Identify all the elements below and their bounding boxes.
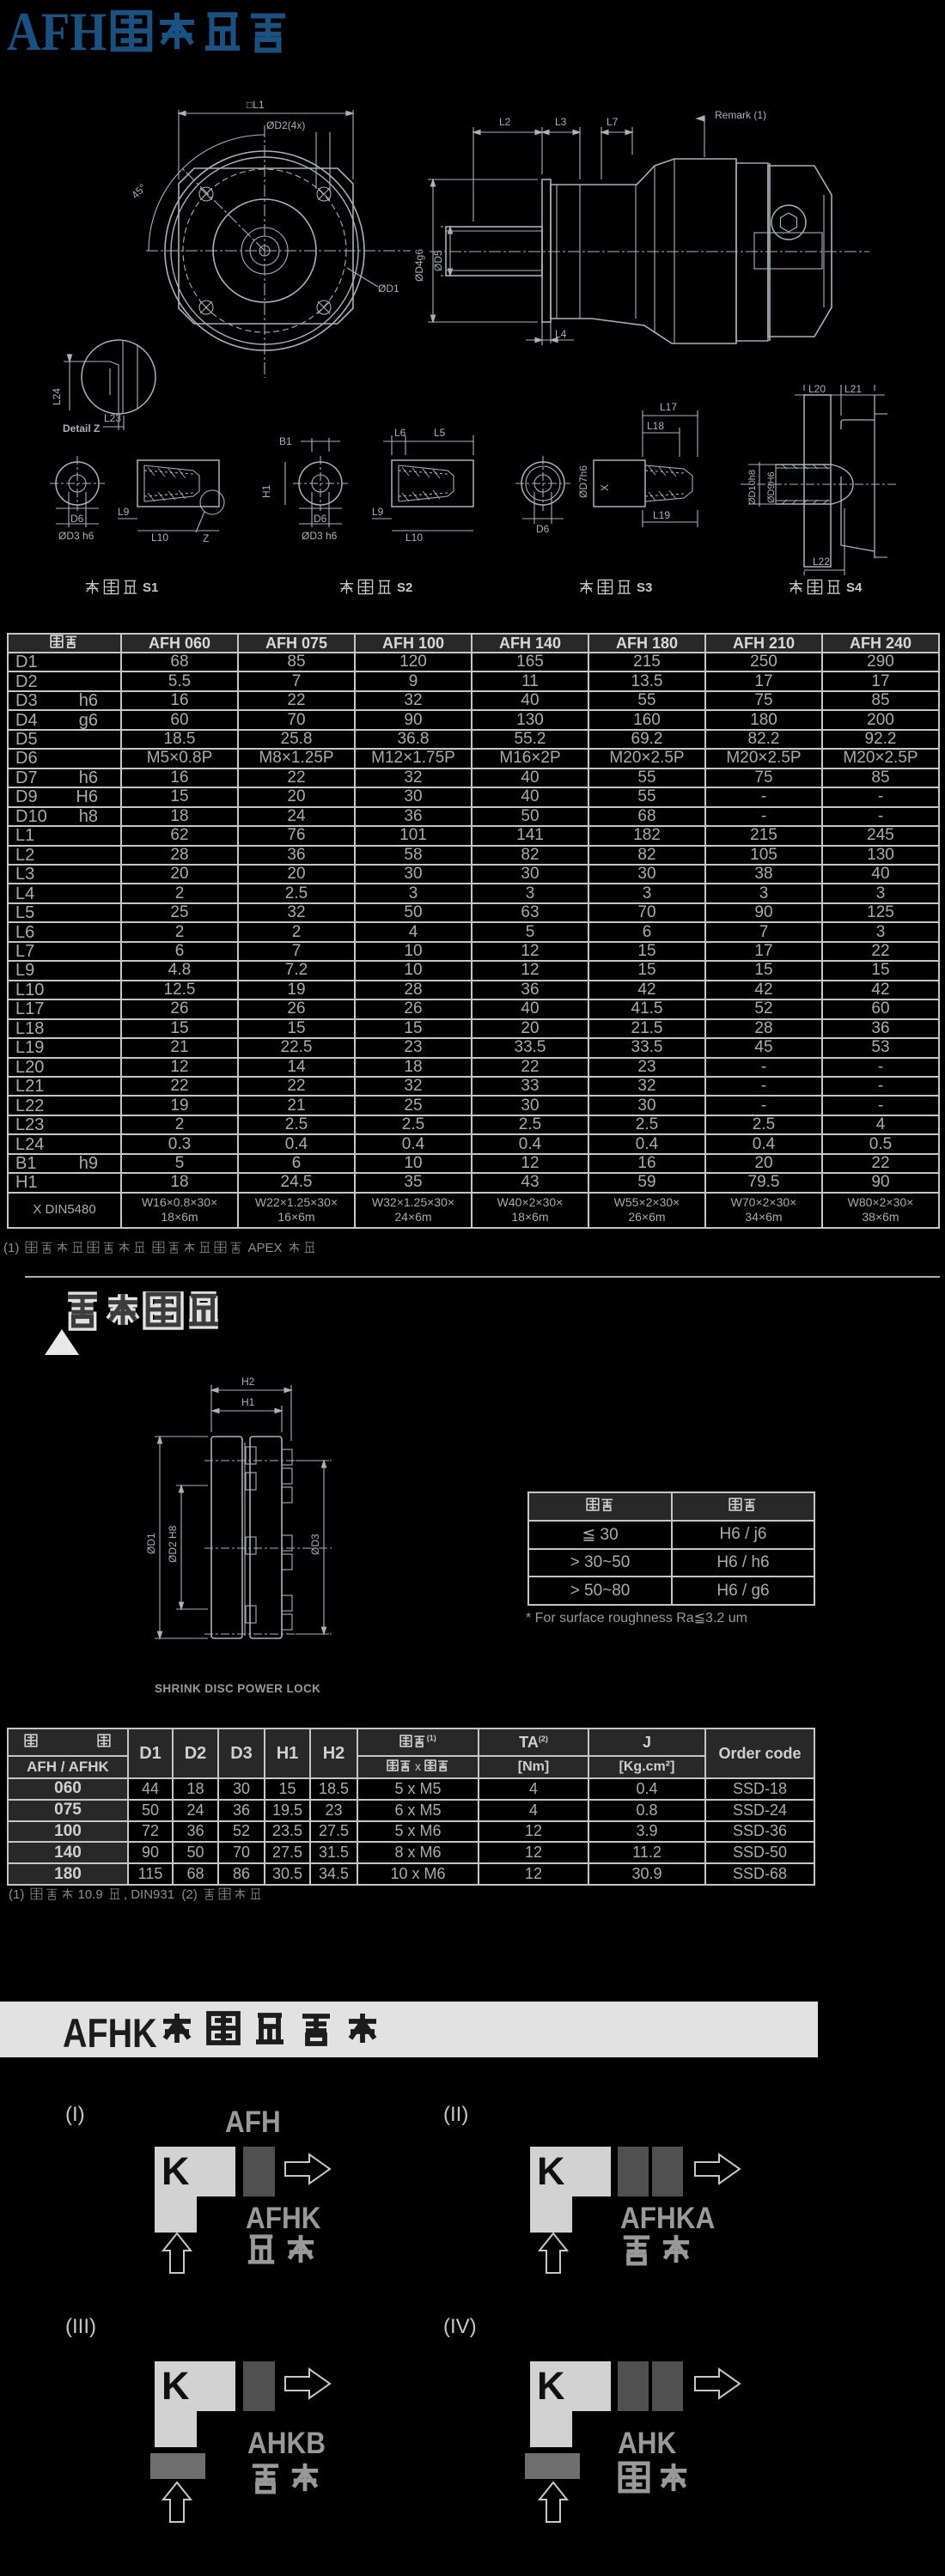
svg-text:ØD1: ØD1 (145, 1533, 157, 1554)
svg-text:Remark (1): Remark (1) (715, 109, 766, 121)
svg-text:S3: S3 (637, 580, 652, 595)
svg-text:B1: B1 (279, 435, 292, 447)
svg-text:ØD7h6: ØD7h6 (577, 465, 589, 498)
svg-text:L10: L10 (151, 532, 168, 544)
svg-text:Detail Z: Detail Z (63, 422, 100, 434)
svg-text:ØD4g6: ØD4g6 (413, 249, 425, 282)
svg-text:□L1: □L1 (247, 99, 265, 111)
svg-text:D6: D6 (70, 513, 84, 525)
svg-text:Z: Z (203, 532, 209, 544)
svg-text:L9: L9 (118, 506, 130, 518)
svg-text:L19: L19 (653, 509, 670, 521)
svg-text:D6: D6 (536, 523, 550, 535)
svg-text:ØD1: ØD1 (378, 283, 399, 295)
svg-text:ØD3: ØD3 (309, 1534, 321, 1555)
svg-text:L3: L3 (555, 116, 567, 128)
svg-text:L20: L20 (808, 383, 826, 395)
svg-text:ØD3 h6: ØD3 h6 (58, 530, 94, 542)
svg-text:H1: H1 (241, 1396, 255, 1408)
svg-text:ØD10h8: ØD10h8 (747, 470, 758, 505)
svg-text:ØD5: ØD5 (432, 250, 444, 271)
svg-text:L17: L17 (660, 401, 677, 413)
svg-text:L9: L9 (372, 506, 384, 518)
svg-text:S2: S2 (397, 580, 412, 595)
svg-text:L22: L22 (813, 556, 830, 568)
svg-text:L18: L18 (647, 420, 664, 432)
svg-text:H2: H2 (241, 1376, 255, 1388)
svg-text:L2: L2 (499, 116, 511, 128)
svg-text:ØD2 H8: ØD2 H8 (167, 1525, 179, 1563)
svg-text:ØD9H6: ØD9H6 (766, 471, 777, 503)
svg-text:L6: L6 (394, 427, 406, 439)
svg-text:L21: L21 (844, 383, 862, 395)
svg-text:L5: L5 (434, 427, 446, 439)
svg-text:L24: L24 (51, 388, 63, 405)
svg-text:45°: 45° (129, 181, 149, 201)
svg-text:H1: H1 (260, 484, 272, 498)
svg-text:X: X (599, 484, 611, 491)
svg-text:ØD3 h6: ØD3 h6 (302, 530, 338, 542)
svg-text:L23: L23 (104, 412, 121, 424)
svg-text:L4: L4 (555, 328, 567, 340)
svg-text:D6: D6 (314, 513, 327, 525)
svg-text:L10: L10 (405, 532, 423, 544)
svg-text:S1: S1 (143, 580, 158, 595)
svg-text:ØD2(4x): ØD2(4x) (266, 119, 305, 131)
svg-text:L7: L7 (607, 116, 619, 128)
svg-text:S4: S4 (846, 580, 863, 595)
